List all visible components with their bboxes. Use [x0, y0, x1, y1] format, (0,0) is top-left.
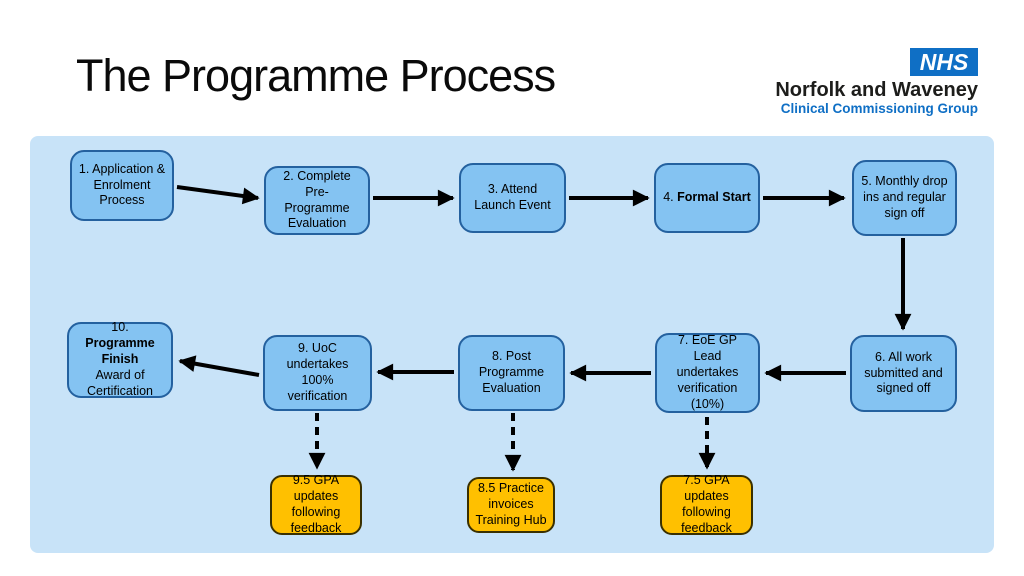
step-box-6: 6. All work submitted and signed off	[850, 335, 957, 412]
arrow-1-to-2	[176, 185, 260, 205]
step-label: 9. UoC undertakes 100% verification	[286, 341, 349, 403]
step-label: 3. Attend Launch Event	[474, 182, 551, 212]
step-label: 8. Post Programme Evaluation	[478, 349, 545, 395]
step-box-2: 2. Complete Pre- Programme Evaluation	[264, 166, 370, 235]
step-label: 7. EoE GP Lead undertakes verification (…	[676, 333, 739, 411]
step-box-3: 3. Attend Launch Event	[459, 163, 566, 233]
org-subtitle: Clinical Commissioning Group	[780, 101, 978, 116]
step-label: 4. Formal Start	[663, 190, 751, 205]
side-box-7-5: 7.5 GPA updates following feedback	[660, 473, 753, 535]
step-box-8: 8. Post Programme Evaluation	[458, 335, 565, 411]
nhs-brand-block: NHS Norfolk and Waveney Clinical Commiss…	[775, 48, 978, 117]
step-label-bold: Programme Finish	[85, 336, 155, 367]
step-label: Award of Certification	[87, 367, 153, 398]
side-box-8-5: 8.5 Practice invoices Training Hub	[467, 477, 555, 533]
step-label: 5. Monthly drop ins and regular sign off	[861, 174, 948, 220]
page-title: The Programme Process	[76, 50, 556, 101]
nhs-logo-text: NHS	[919, 48, 969, 75]
step-box-7: 7. EoE GP Lead undertakes verification (…	[655, 333, 760, 413]
step-box-4: 4. Formal Start	[654, 163, 760, 233]
side-box-9-5: 9.5 GPA updates following feedback	[270, 473, 362, 535]
flowchart-arrows	[176, 185, 912, 472]
side-label: 9.5 GPA updates following feedback	[290, 473, 342, 535]
step-box-9: 9. UoC undertakes 100% verification	[263, 335, 372, 411]
nhs-logo: NHS	[910, 48, 978, 76]
step-box-10: 10. Programme Finish Award of Certificat…	[67, 320, 173, 398]
side-label: 8.5 Practice invoices Training Hub	[475, 481, 547, 527]
step-label: 1. Application & Enrolment Process	[78, 161, 166, 208]
flowchart-panel: 1. Application & Enrolment Process 2. Co…	[30, 136, 994, 553]
side-label: 7.5 GPA updates following feedback	[681, 473, 732, 535]
step-label: 10.	[111, 320, 129, 335]
step-box-5: 5. Monthly drop ins and regular sign off	[852, 160, 957, 236]
step-label: 2. Complete Pre- Programme Evaluation	[283, 168, 351, 231]
step-box-1: 1. Application & Enrolment Process	[70, 150, 174, 221]
org-name: Norfolk and Waveney	[775, 79, 978, 101]
step-label: 6. All work submitted and signed off	[864, 349, 943, 396]
arrow-9-to-10	[178, 355, 260, 377]
